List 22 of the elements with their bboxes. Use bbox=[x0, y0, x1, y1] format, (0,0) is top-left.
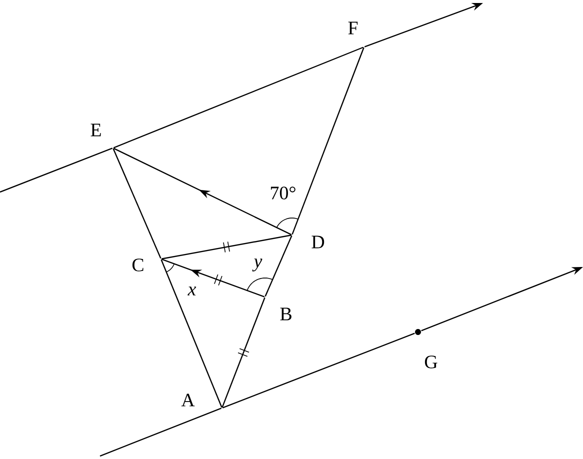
line-segment bbox=[161, 258, 265, 298]
line-segment bbox=[160, 259, 222, 408]
point-label: F bbox=[348, 22, 358, 34]
angle-label: x bbox=[188, 286, 196, 296]
point-label: D bbox=[312, 236, 324, 248]
line-segment bbox=[162, 234, 292, 260]
line-segment bbox=[113, 46, 364, 148]
point-label: B bbox=[280, 308, 292, 320]
line-segment bbox=[100, 408, 222, 457]
line-segment bbox=[0, 148, 113, 193]
angle-label: 70° bbox=[270, 186, 296, 200]
line-segment bbox=[264, 235, 292, 297]
line-segment bbox=[222, 297, 266, 408]
line-segment bbox=[112, 148, 162, 259]
line-segment bbox=[113, 148, 292, 236]
line-segment bbox=[292, 47, 364, 235]
point-label: C bbox=[132, 258, 144, 272]
line-segment bbox=[222, 332, 415, 408]
angle-label: y bbox=[252, 258, 262, 272]
point-label: A bbox=[181, 394, 195, 406]
point-label: E bbox=[90, 124, 101, 136]
point-label: G bbox=[415, 329, 438, 368]
